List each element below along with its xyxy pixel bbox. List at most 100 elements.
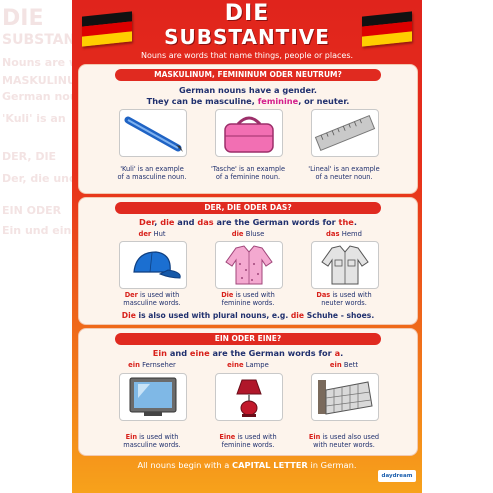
masculine-word: masculine xyxy=(205,96,252,106)
article-word: Ein xyxy=(152,348,167,358)
tv-card xyxy=(119,373,187,421)
cap-icon xyxy=(133,251,181,279)
noun-label: der Hut xyxy=(109,230,195,238)
intro-text: , xyxy=(251,96,258,106)
caption-line: 'Kuli' is an example xyxy=(120,165,184,173)
noun: Lampe xyxy=(245,361,269,369)
noun: Bett xyxy=(343,361,359,369)
intro-text: , or xyxy=(298,96,317,106)
article: Der xyxy=(124,291,138,299)
section-intro: Der, die and das are the German words fo… xyxy=(79,217,417,228)
article-word: the xyxy=(338,217,354,227)
intro-text: and xyxy=(167,348,190,358)
ghost-text: SUBSTANTIVE xyxy=(2,32,72,48)
ghost-text: EIN ODER xyxy=(2,204,62,217)
article: ein xyxy=(329,361,342,369)
intro-line: German nouns have a gender. xyxy=(179,85,317,95)
bed-card xyxy=(311,373,379,421)
subtitle: Nouns are words that name things, people… xyxy=(140,51,354,60)
ghost-text: 'Kuli' is an xyxy=(2,112,66,125)
article-word: die xyxy=(160,217,175,227)
article: Das xyxy=(316,291,331,299)
caption-line: neuter words. xyxy=(321,299,367,308)
intro-text: Schuhe - shoes. xyxy=(304,311,375,320)
intro-text: , xyxy=(154,217,161,227)
article: die xyxy=(231,230,244,238)
caption-text: is used with xyxy=(233,291,275,299)
footer-emphasis: CAPITAL LETTER xyxy=(232,460,308,470)
article: Eine xyxy=(219,433,236,441)
article: eine xyxy=(227,361,244,369)
noun: Fernseher xyxy=(142,361,176,369)
ghost-text: German nouns xyxy=(2,90,72,103)
caption-text: is used with xyxy=(330,291,372,299)
caption-text: is used with xyxy=(235,433,277,441)
caption-text: is used with xyxy=(137,433,179,441)
article-word: a xyxy=(334,348,341,358)
noun-label: das Hemd xyxy=(301,230,387,238)
pen-card xyxy=(119,109,187,157)
section-heading: EIN ODER EINE? xyxy=(115,333,381,345)
pen-icon xyxy=(124,116,183,152)
caption-text: is used with xyxy=(137,291,180,299)
article: Ein xyxy=(308,433,321,441)
noun: Hut xyxy=(153,230,166,238)
shirt-card xyxy=(311,241,379,289)
ruler-card xyxy=(311,109,379,157)
footer-text: in German. xyxy=(307,460,357,470)
feminine-word: feminine xyxy=(257,96,299,106)
article: ein xyxy=(128,361,140,369)
caption-line: with neuter words. xyxy=(313,441,375,450)
noun-label: die Bluse xyxy=(205,230,291,238)
caption-line: 'Tasche' is an example xyxy=(210,165,286,173)
noun: Bluse xyxy=(245,230,265,238)
caption-line: of a masculine noun. xyxy=(117,173,187,182)
article: Ein xyxy=(125,433,138,441)
ruler-icon xyxy=(314,114,376,152)
intro-text: are the German words for xyxy=(213,217,339,227)
bag-card xyxy=(215,109,283,157)
gender-panel: MASKULINUM, FEMININUM ODER NEUTRUM? Germ… xyxy=(78,64,418,194)
title-line-2: SUBSTANTIVE xyxy=(164,25,330,49)
footer-text: All nouns begin with a xyxy=(137,460,233,470)
noun: Hemd xyxy=(341,230,362,238)
left-ghost-column: DIE SUBSTANTIVE Nouns are words MASKULIN… xyxy=(0,0,72,493)
caption-line: feminine words. xyxy=(221,299,275,308)
blouse-card xyxy=(215,241,283,289)
plural-note: Die is also used with plural nouns, e.g.… xyxy=(79,310,417,321)
blouse-icon xyxy=(225,245,273,285)
articles-panel: DER, DIE ODER DAS? Der, die and das are … xyxy=(78,197,418,325)
caption-line: Eine is used with xyxy=(205,433,291,441)
article-word: das xyxy=(197,217,214,227)
article: der xyxy=(138,230,152,238)
title-line-1: DIE xyxy=(224,1,270,26)
ghost-text: DIE xyxy=(2,6,44,31)
section-intro: Ein and eine are the German words for a. xyxy=(79,348,417,359)
ghost-text: Nouns are words xyxy=(2,56,72,69)
shirt-icon xyxy=(321,245,369,285)
intro-text: They can be xyxy=(146,96,206,106)
intro-text: . xyxy=(340,348,344,358)
section-heading: MASKULINUM, FEMININUM ODER NEUTRUM? xyxy=(115,69,381,81)
noun-label: ein Bett xyxy=(301,361,387,369)
article-word: Der xyxy=(139,217,155,227)
noun-label: ein Fernseher xyxy=(109,361,195,369)
ghost-text: Der, die und das xyxy=(2,172,72,185)
article: Die xyxy=(221,291,234,299)
ghost-text: MASKULINUM xyxy=(2,74,72,87)
ghost-text: Ein und eine xyxy=(2,224,72,237)
caption-line: masculine words. xyxy=(123,441,181,450)
caption-line: Der is used with xyxy=(109,291,195,299)
section-heading: DER, DIE ODER DAS? xyxy=(115,202,381,214)
neuter-word: neuter xyxy=(316,96,347,106)
caption-line: Die is used with xyxy=(205,291,291,299)
